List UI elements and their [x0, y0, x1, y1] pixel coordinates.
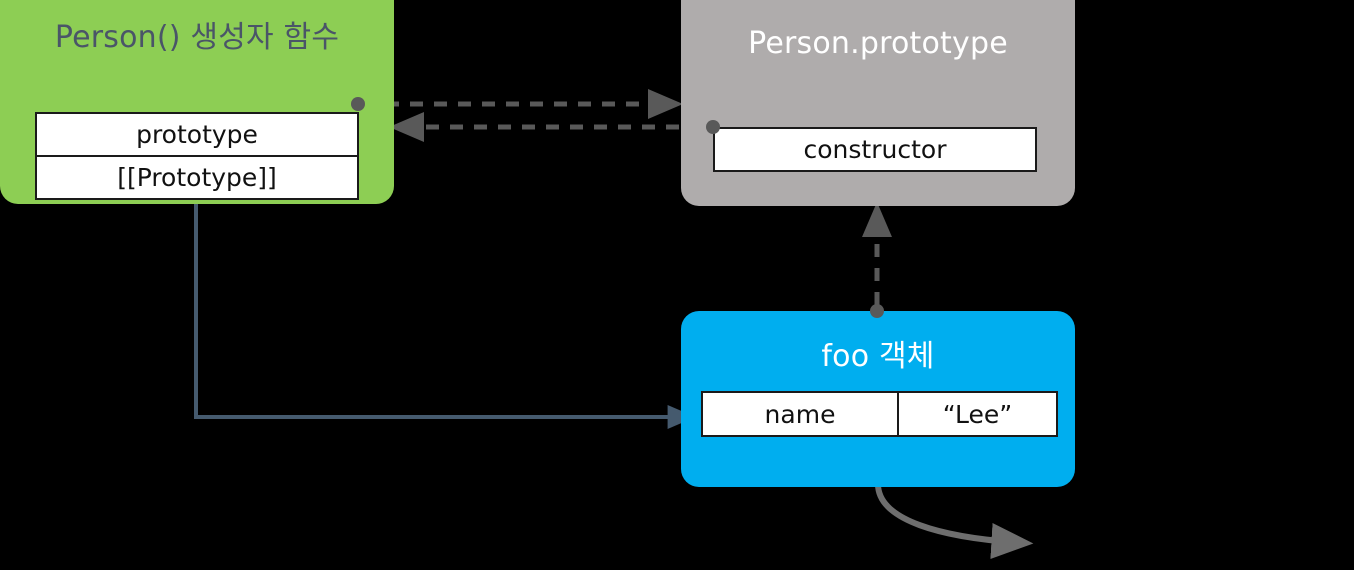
person-prototype-property-table: constructor	[713, 127, 1037, 172]
connector-dot-prototype	[351, 97, 365, 111]
node-foo-object-title: foo 객체	[821, 339, 935, 374]
table-row: prototype	[37, 114, 357, 155]
foo-object-property-table: name “Lee”	[701, 391, 1058, 437]
connector-dot-foo-prototype	[870, 304, 884, 318]
property-prototype: prototype	[136, 120, 258, 149]
node-person-constructor-title: Person() 생성자 함수	[54, 20, 340, 55]
edge-person-to-foo	[194, 204, 696, 429]
person-constructor-property-table: prototype [[Prototype]]	[35, 112, 359, 200]
connector-dot-constructor	[706, 120, 720, 134]
table-row: name “Lee”	[703, 393, 1056, 435]
table-row: [[Prototype]]	[37, 155, 357, 198]
property-name-key: name	[764, 399, 836, 429]
table-row: constructor	[715, 129, 1035, 170]
property-internal-prototype: [[Prototype]]	[117, 163, 277, 192]
node-person-prototype-title: Person.prototype	[748, 26, 1008, 61]
property-constructor: constructor	[803, 135, 947, 164]
node-person-prototype[interactable]: Person.prototype	[681, 0, 1075, 206]
property-name-value: “Lee”	[897, 393, 1056, 435]
edge-foo-outgoing-curve	[875, 483, 1034, 559]
